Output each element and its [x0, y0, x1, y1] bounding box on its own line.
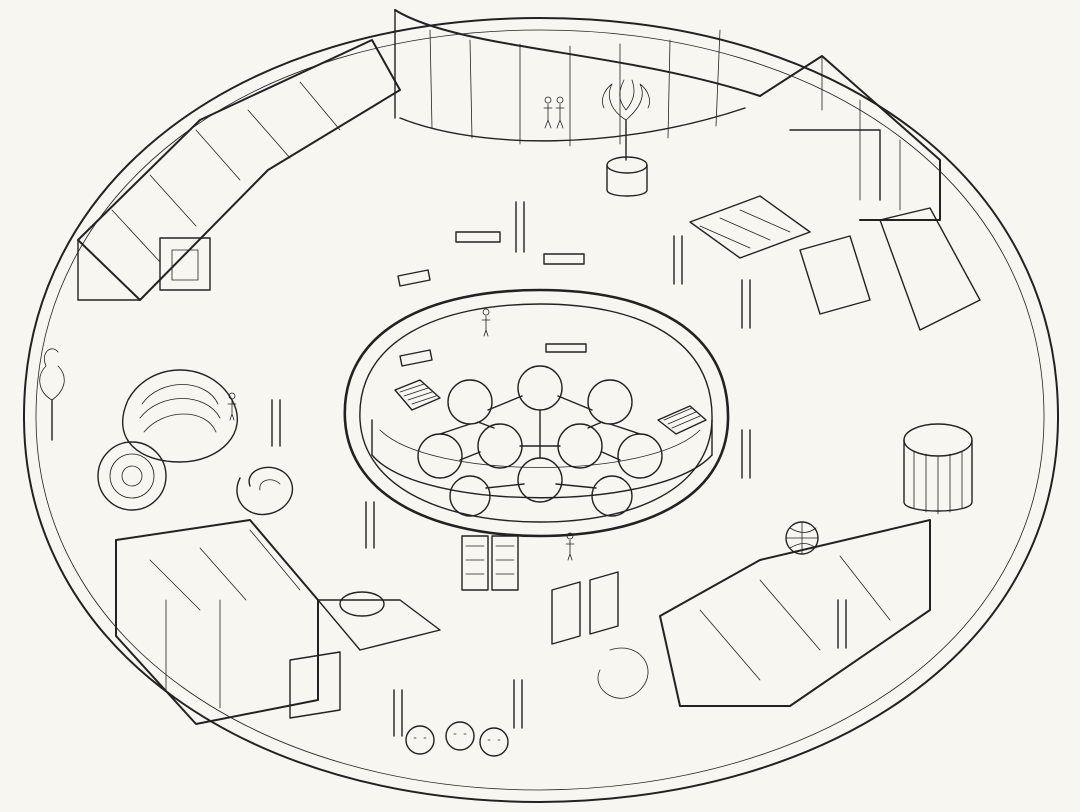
upper-curved-glass-wall: [394, 9, 761, 147]
display-cabinets: [461, 535, 619, 645]
inner-atrium-ring: [343, 288, 730, 538]
play-area-faces: [289, 651, 509, 757]
right-wing-rooms: [759, 55, 941, 221]
person-figure-icon: [227, 96, 575, 561]
column-icon: [271, 201, 847, 737]
atomium-model-icon: [417, 365, 663, 517]
tent-structures: [689, 195, 981, 331]
bench-icon: [397, 231, 587, 367]
atrium-lower-floor: [379, 379, 707, 468]
tunnel-icon: [97, 369, 238, 511]
small-tree-icon: [39, 348, 65, 441]
lower-left-gallery: [115, 519, 441, 725]
globe-icon: [785, 521, 819, 555]
staircase-icon: [394, 379, 441, 411]
drum-exhibit: [903, 423, 973, 515]
lower-right-gallery: [597, 519, 931, 707]
left-wing-rooms: [77, 39, 401, 301]
spiral-ramp: [236, 466, 294, 516]
tree-icon: [602, 79, 650, 197]
